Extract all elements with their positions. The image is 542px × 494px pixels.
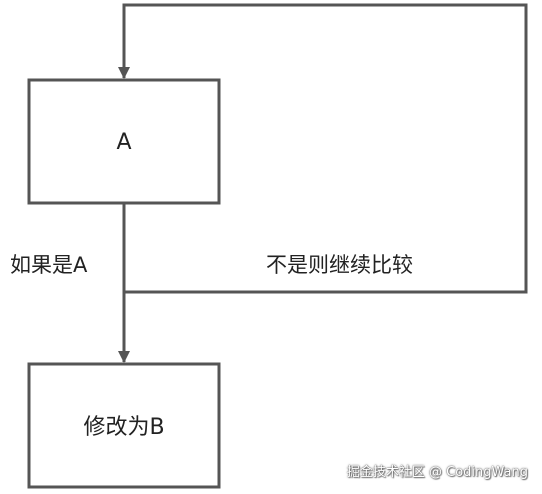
node-b-label: 修改为B [83,415,164,440]
edge-yes-label: 如果是A [10,253,88,277]
node-b: 修改为B [27,362,221,489]
edge-loop-back-line [118,3,528,294]
edge-no-label: 不是则继续比较 [266,253,413,277]
node-a-box [27,78,221,205]
node-b-box [27,362,221,489]
watermark: 掘金技术社区 @ CodingWang [346,465,528,480]
node-a-label: A [116,130,131,155]
node-a: A [27,78,221,205]
